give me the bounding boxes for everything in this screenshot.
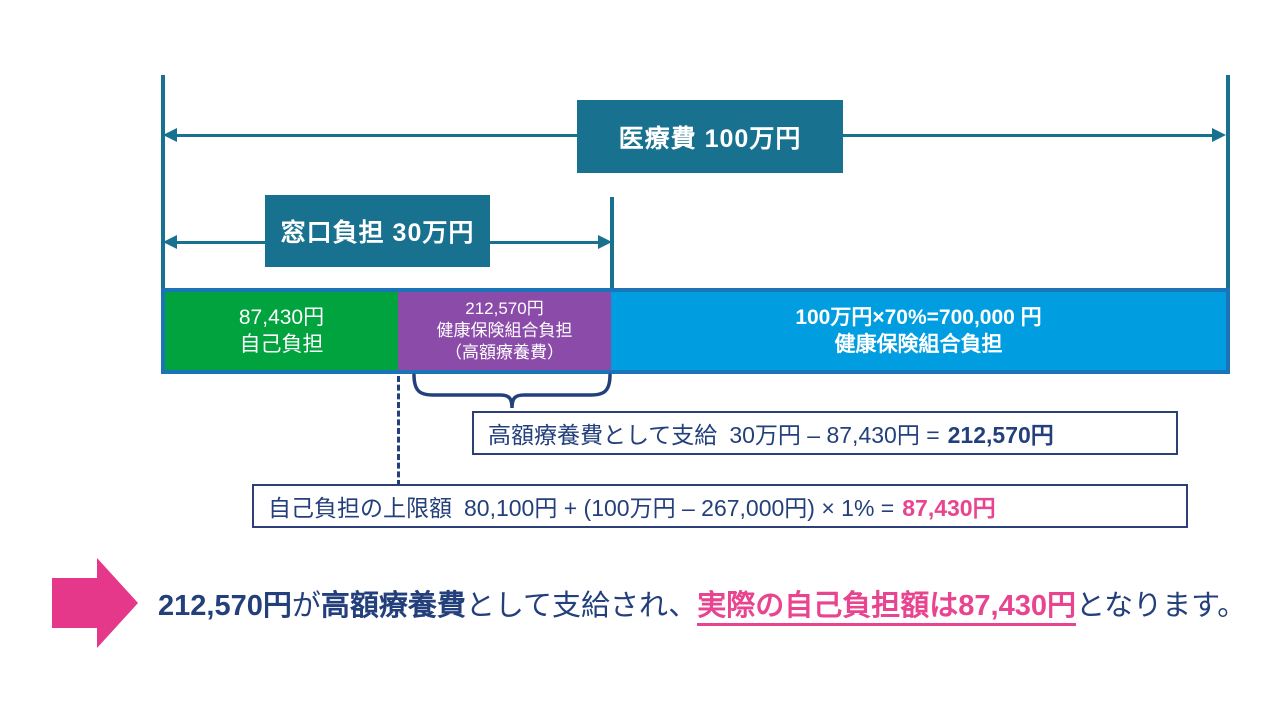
refund-formula-prefix: 高額療養費として支給 xyxy=(488,422,718,448)
refund-subcaption: （高額療養費） xyxy=(445,343,564,363)
refund-formula-box: 高額療養費として支給 30万円 – 87,430円 = 212,570円 xyxy=(472,411,1178,455)
refund-amount: 212,570円 xyxy=(465,298,544,318)
brace-icon xyxy=(412,373,612,409)
arrow-right-head-icon xyxy=(1212,128,1226,142)
conclusion-highlight: 実際の自己負担額は87,430円 xyxy=(697,590,1076,626)
conclusion-amount: 212,570円 xyxy=(158,590,292,622)
insurance-share-segment: 100万円×70%=700,000 円 健康保険組合負担 xyxy=(611,292,1226,370)
cap-formula-result: 87,430円 xyxy=(902,495,996,521)
conclusion-particle: が xyxy=(291,590,321,622)
arrow-left-head-icon xyxy=(163,235,177,249)
refund-formula-body: 30万円 – 87,430円 = xyxy=(729,422,940,448)
cost-bar: 87,430円 自己負担 212,570円 健康保険組合負担 （高額療養費） 1… xyxy=(161,288,1230,374)
cap-formula-body: 80,100円 + (100万円 – 267,000円) × 1% = xyxy=(464,495,895,521)
total-bracket-left-line xyxy=(161,75,165,292)
insurance-share-caption: 健康保険組合負担 xyxy=(834,333,1003,356)
conclusion-ending: となります。 xyxy=(1075,590,1247,622)
total-cost-label-box: 医療費 100万円 xyxy=(577,100,843,173)
arrow-right-icon xyxy=(52,558,138,648)
conclusion-term: 高額療養費 xyxy=(320,590,466,622)
refund-caption: 健康保険組合負担 xyxy=(436,320,573,340)
arrow-right-head-icon xyxy=(598,235,612,249)
total-cost-label: 医療費 100万円 xyxy=(618,124,802,153)
conclusion-text: 212,570円が高額療養費として支給され、実際の自己負担額は87,430円とな… xyxy=(158,582,1247,626)
window-bracket-right-line xyxy=(610,197,614,292)
cap-formula-prefix: 自己負担の上限額 xyxy=(268,495,452,521)
dashed-leader-line xyxy=(397,376,400,486)
arrow-left-head-icon xyxy=(163,128,177,142)
self-pay-amount: 87,430円 xyxy=(238,305,325,329)
self-pay-caption: 自己負担 xyxy=(239,333,324,356)
conclusion-middle: として支給され、 xyxy=(465,590,698,622)
window-payment-label: 窓口負担 30万円 xyxy=(280,219,475,247)
refund-formula-result: 212,570円 xyxy=(947,422,1054,448)
cap-formula-box: 自己負担の上限額 80,100円 + (100万円 – 267,000円) × … xyxy=(252,484,1188,528)
refund-segment: 212,570円 健康保険組合負担 （高額療養費） xyxy=(398,292,611,370)
window-payment-label-box: 窓口負担 30万円 xyxy=(265,195,490,267)
total-bracket-right-line xyxy=(1226,75,1230,292)
insurance-share-formula: 100万円×70%=700,000 円 xyxy=(795,305,1042,329)
self-pay-segment: 87,430円 自己負担 xyxy=(165,292,398,370)
